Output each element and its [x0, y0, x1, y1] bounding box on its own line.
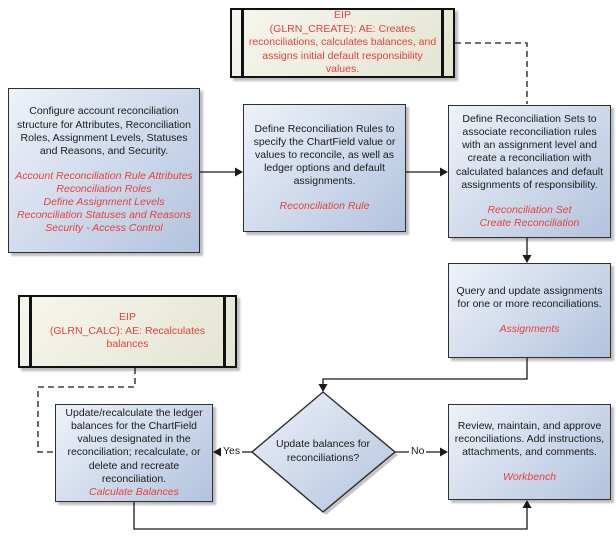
- decision-question: Update balances for reconciliations?: [276, 438, 370, 464]
- configure-structure-links: Account Reconciliation Rule Attributes R…: [13, 170, 195, 236]
- link-assignments: Assignments: [499, 323, 560, 336]
- arrow-configure-to-rules: [200, 167, 243, 177]
- update-balances-links: Calculate Balances: [60, 486, 208, 499]
- reconciliation-rules-links: Reconciliation Rule: [248, 200, 401, 213]
- eip-create-process-box: EIP (GLRN_CREATE): AE: Creates reconcili…: [230, 8, 455, 78]
- eip-create-body: (GLRN_CREATE): AE: Creates reconciliatio…: [248, 22, 437, 76]
- update-balances-box: Update/recalculate the ledger balances f…: [55, 404, 213, 502]
- arrow-update-to-workbench: [133, 500, 532, 530]
- link-reconciliation-set: Reconciliation Set: [487, 203, 572, 216]
- assignments-text: Query and update assignments for one or …: [456, 284, 603, 310]
- link-workbench: Workbench: [502, 471, 557, 484]
- no-edge-label: No: [409, 445, 427, 457]
- dashed-eip-create-to-sets: [455, 42, 528, 104]
- workbench-text: Review, maintain, and approve reconcilia…: [454, 419, 605, 458]
- eip-create-title: EIP: [334, 8, 351, 21]
- workbench-links: Workbench: [453, 471, 606, 484]
- link-define-assignment-levels: Define Assignment Levels: [43, 196, 165, 209]
- link-reconciliation-statuses-and-reasons: Reconciliation Statuses and Reasons: [17, 209, 191, 222]
- assignments-links: Assignments: [453, 323, 606, 336]
- link-security-access-control: Security - Access Control: [45, 222, 163, 235]
- assignments-box: Query and update assignments for one or …: [448, 263, 611, 358]
- configure-structure-text: Configure account reconciliation structu…: [17, 105, 191, 157]
- link-reconciliation-roles: Reconciliation Roles: [56, 183, 152, 196]
- reconciliation-sets-links: Reconciliation Set Create Reconciliation: [453, 204, 606, 230]
- link-create-reconciliation: Create Reconciliation: [479, 216, 580, 229]
- reconciliation-rules-text: Define Reconciliation Rules to specify t…: [253, 122, 396, 188]
- eip-calc-body: (GLRN_CALC): AE: Recalculates balances: [49, 324, 206, 351]
- reconciliation-sets-box: Define Reconciliation Sets to associate …: [448, 105, 611, 238]
- yes-edge-label: Yes: [221, 445, 243, 457]
- eip-calc-title: EIP: [119, 311, 136, 324]
- link-reconciliation-rule: Reconciliation Rule: [279, 200, 370, 213]
- workbench-box: Review, maintain, and approve reconcilia…: [448, 404, 611, 500]
- arrow-rules-to-sets: [406, 167, 448, 177]
- configure-structure-box: Configure account reconciliation structu…: [8, 88, 200, 253]
- update-balances-text: Update/recalculate the ledger balances f…: [65, 407, 203, 485]
- reconciliation-sets-text: Define Reconciliation Sets to associate …: [455, 113, 604, 191]
- eip-calc-process-box: EIP (GLRN_CALC): AE: Recalculates balanc…: [18, 295, 237, 368]
- reconciliation-rules-box: Define Reconciliation Rules to specify t…: [243, 104, 406, 232]
- link-calculate-balances: Calculate Balances: [89, 485, 179, 498]
- arrow-assignments-to-decision: [318, 358, 528, 392]
- link-account-reconciliation-rule-attributes: Account Reconciliation Rule Attributes: [15, 169, 193, 182]
- arrow-sets-to-assignments: [522, 238, 532, 263]
